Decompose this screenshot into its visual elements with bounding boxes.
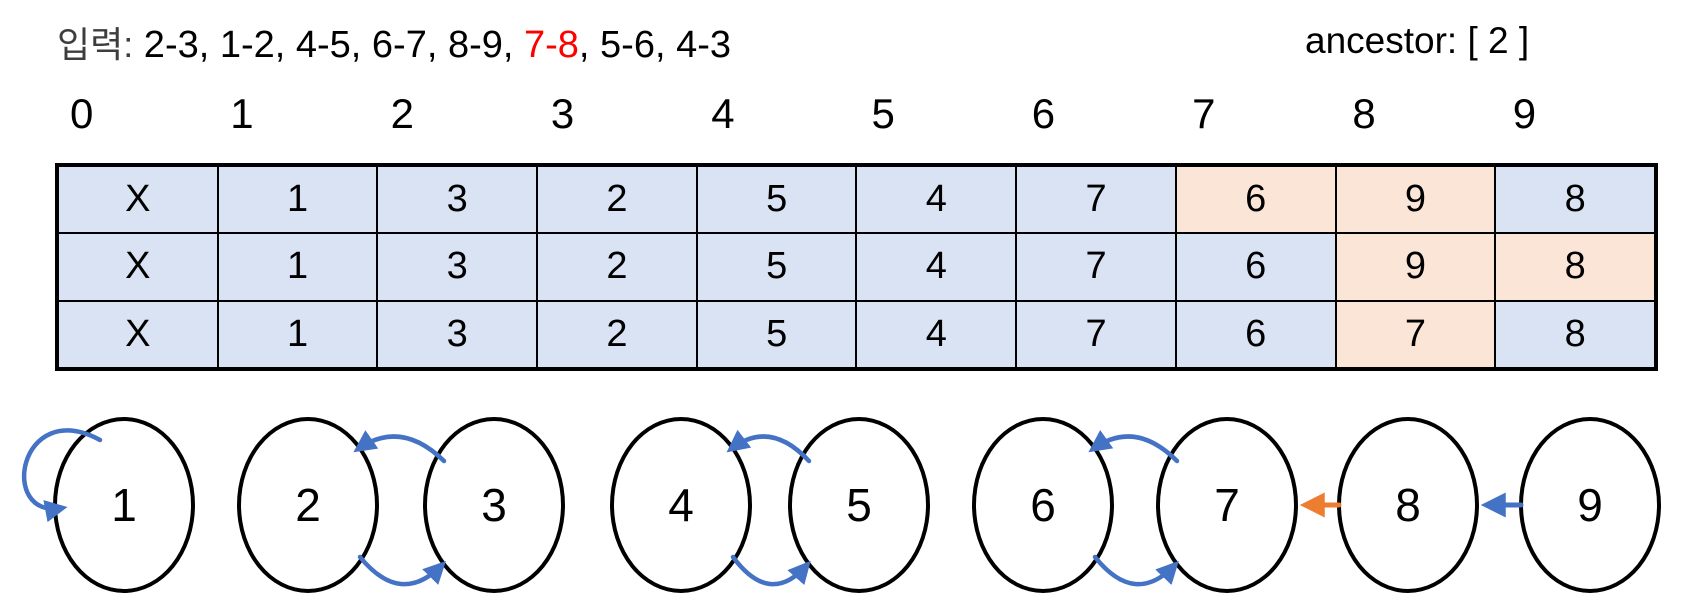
table-cell-r0-c6: 7 bbox=[1016, 166, 1176, 234]
input-edges-before: 2-3, 1-2, 4-5, 6-7, 8-9, bbox=[133, 24, 524, 66]
table-cell-r1-c1: 1 bbox=[217, 233, 378, 301]
column-index-label: 7 bbox=[1192, 90, 1216, 137]
node-label: 4 bbox=[668, 479, 694, 531]
table-cell-r0-c9: 8 bbox=[1495, 166, 1655, 234]
edge-arrow-6-to-7 bbox=[1092, 554, 1179, 587]
graph-node-9: 9 bbox=[1519, 417, 1661, 593]
table-cell-r0-c3: 2 bbox=[537, 166, 697, 234]
table-cell-r2-c5: 4 bbox=[856, 300, 1017, 368]
table-cell-r0-c8: 9 bbox=[1335, 166, 1496, 234]
graph-node-6: 6 bbox=[972, 417, 1114, 593]
table-cell-r1-c4: 5 bbox=[696, 233, 857, 301]
edge-arrow-5-to-4 bbox=[726, 429, 812, 464]
node-label: 8 bbox=[1395, 479, 1421, 531]
node-label: 5 bbox=[846, 479, 872, 531]
table-cell-r1-c0: X bbox=[58, 233, 218, 301]
table-cell-r1-c7: 6 bbox=[1175, 233, 1336, 301]
graph-node-8: 8 bbox=[1337, 417, 1479, 593]
graph-node-7: 7 bbox=[1156, 417, 1298, 593]
table-cell-r1-c6: 7 bbox=[1016, 233, 1176, 301]
node-label: 6 bbox=[1030, 479, 1056, 531]
input-highlighted-edge: 7-8 bbox=[524, 24, 579, 66]
table-cell-r0-c4: 5 bbox=[696, 166, 857, 234]
ancestor-result: ancestor: [ 2 ] bbox=[1305, 20, 1530, 61]
graph-node-1: 1 bbox=[53, 417, 195, 593]
graph-node-4: 4 bbox=[610, 417, 752, 593]
column-index-label: 4 bbox=[711, 90, 735, 137]
table-cell-r1-c9: 8 bbox=[1495, 233, 1655, 301]
table-cell-r2-c2: 3 bbox=[377, 300, 538, 368]
table-cell-r1-c5: 4 bbox=[856, 233, 1017, 301]
table-cell-r1-c2: 3 bbox=[377, 233, 538, 301]
table-cell-r0-c5: 4 bbox=[856, 166, 1017, 234]
node-label: 7 bbox=[1214, 479, 1240, 531]
graph-node-5: 5 bbox=[788, 417, 930, 593]
input-label: 입력: bbox=[57, 24, 134, 65]
table-cell-r0-c0: X bbox=[58, 166, 218, 234]
column-index-label: 5 bbox=[871, 90, 895, 137]
input-sequence-line: 입력: 2-3, 1-2, 4-5, 6-7, 8-9, 7-8, 5-6, 4… bbox=[57, 16, 731, 68]
edge-arrow-2-to-3 bbox=[357, 554, 446, 587]
graph-node-3: 3 bbox=[423, 417, 565, 593]
edge-arrow-3-to-2 bbox=[353, 430, 447, 464]
column-index-label: 1 bbox=[230, 90, 254, 137]
column-index-label: 2 bbox=[390, 90, 414, 137]
column-index-label: 8 bbox=[1352, 90, 1376, 137]
table-cell-r0-c7: 6 bbox=[1175, 166, 1336, 234]
table-cell-r2-c9: 8 bbox=[1495, 300, 1655, 368]
table-cell-r2-c4: 5 bbox=[696, 300, 857, 368]
column-index-label: 3 bbox=[550, 90, 575, 137]
node-label: 9 bbox=[1577, 479, 1603, 531]
node-label: 2 bbox=[295, 479, 321, 531]
table-cell-r1-c3: 2 bbox=[537, 233, 697, 301]
table-cell-r0-c1: 1 bbox=[217, 166, 378, 234]
edge-arrow-4-to-5 bbox=[730, 554, 811, 587]
table-cell-r2-c1: 1 bbox=[217, 300, 378, 368]
table-cell-r2-c6: 7 bbox=[1016, 300, 1176, 368]
table-cell-r2-c7: 6 bbox=[1175, 300, 1336, 368]
graph-node-2: 2 bbox=[237, 417, 379, 593]
column-index-label: 0 bbox=[70, 90, 94, 137]
table-cell-r0-c2: 3 bbox=[377, 166, 538, 234]
table-cell-r2-c3: 2 bbox=[537, 300, 697, 368]
input-edges-after: , 5-6, 4-3 bbox=[578, 24, 731, 66]
table-cell-r2-c0: X bbox=[58, 300, 218, 368]
table-cell-r1-c8: 9 bbox=[1335, 233, 1496, 301]
edge-arrow-7-to-6 bbox=[1088, 430, 1180, 464]
node-label: 1 bbox=[111, 479, 137, 531]
column-index-label: 6 bbox=[1031, 90, 1056, 137]
column-index-label: 9 bbox=[1512, 90, 1537, 137]
node-label: 3 bbox=[481, 479, 507, 531]
table-cell-r2-c8: 7 bbox=[1335, 300, 1496, 368]
